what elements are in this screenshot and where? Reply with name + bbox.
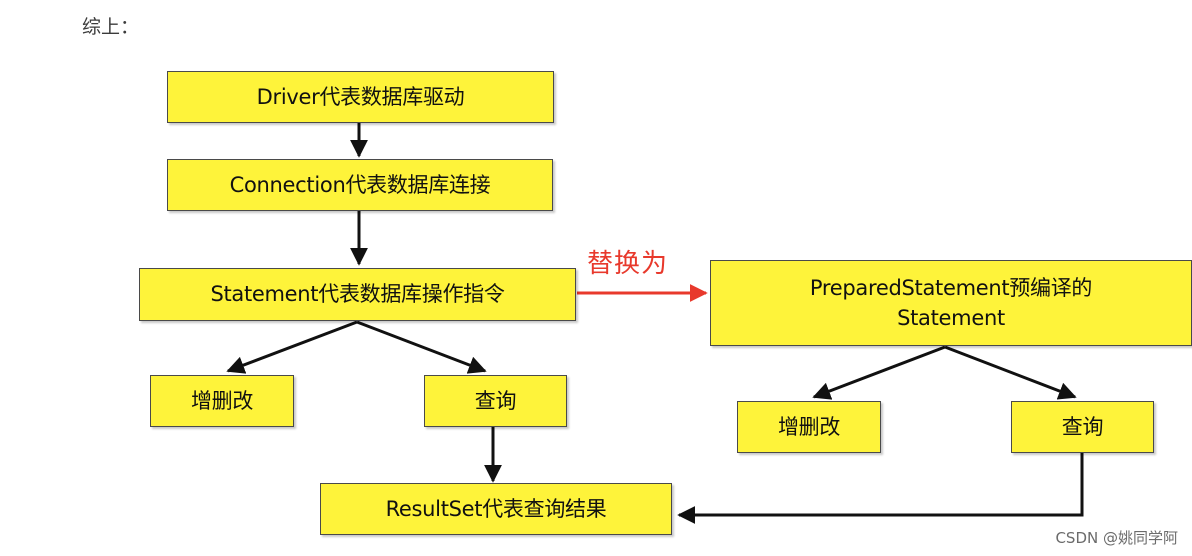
query-box-left: 查询 <box>424 375 567 427</box>
arrow-prepared-to-crud <box>812 345 946 400</box>
csdn-watermark: CSDN @姚同学阿 <box>1055 529 1178 547</box>
statement-box: Statement代表数据库操作指令 <box>139 268 576 321</box>
query-box-right-label: 查询 <box>1061 414 1104 439</box>
crud-box-left-label: 增删改 <box>190 388 254 413</box>
summary-heading: 综上： <box>82 16 140 38</box>
replace-label: 替换为 <box>587 249 669 279</box>
crud-box-right-label: 增删改 <box>777 414 841 439</box>
arrow-query-right-to-resultset <box>677 453 1084 524</box>
crud-box-left: 增删改 <box>150 375 294 427</box>
prepared-statement-box: PreparedStatement预编译的 Statement <box>710 260 1192 346</box>
driver-box: Driver代表数据库驱动 <box>167 71 554 123</box>
query-box-right: 查询 <box>1011 401 1154 453</box>
arrow-prepared-to-query <box>944 345 1077 400</box>
resultset-box: ResultSet代表查询结果 <box>320 483 672 535</box>
connection-box-label: Connection代表数据库连接 <box>229 172 491 197</box>
crud-box-right: 增删改 <box>737 401 881 453</box>
query-box-left-label: 查询 <box>474 388 517 413</box>
arrow-statement-to-crud <box>226 320 358 374</box>
connection-box: Connection代表数据库连接 <box>167 159 553 211</box>
arrow-statement-to-query <box>356 320 487 374</box>
driver-box-label: Driver代表数据库驱动 <box>256 84 465 109</box>
prepared-statement-label-line2: Statement <box>897 306 1005 330</box>
prepared-statement-label-line1: PreparedStatement预编译的 <box>809 275 1093 300</box>
resultset-box-label: ResultSet代表查询结果 <box>385 496 607 521</box>
statement-box-label: Statement代表数据库操作指令 <box>210 282 505 307</box>
